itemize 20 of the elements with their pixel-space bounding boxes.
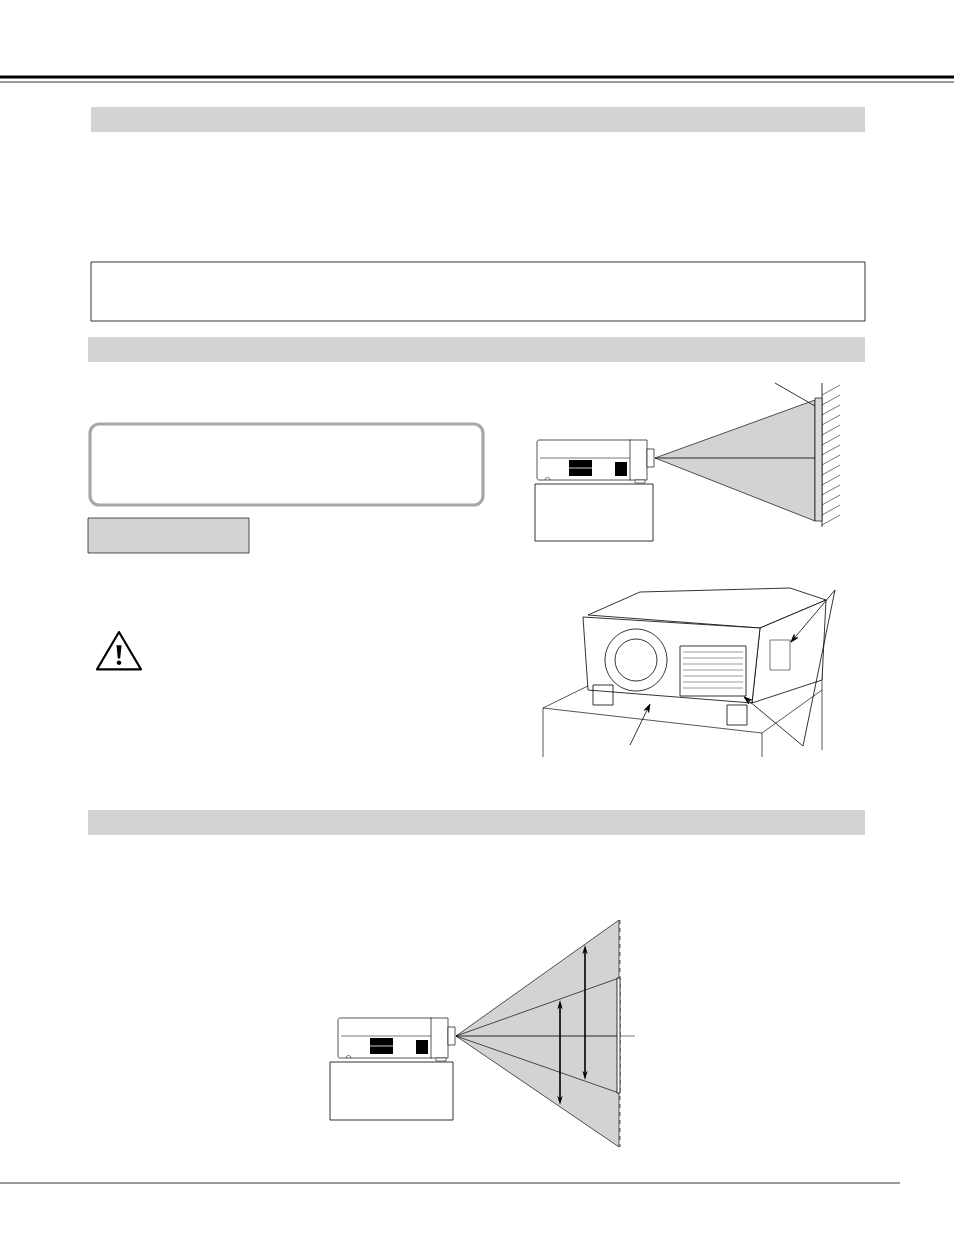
leader-arrow [629,703,651,746]
leader-arrow [790,589,836,747]
screen [616,977,621,1094]
screen [814,397,823,522]
projector-drawing [337,1017,456,1062]
label-box [87,517,250,554]
stand-box [329,1061,454,1121]
warning-box [90,261,866,322]
stand-box [534,483,654,542]
projector-drawing [536,439,655,484]
section-band [91,107,865,132]
leader-arrow [743,696,804,747]
center-line [455,1035,618,1037]
vent-grille [679,645,747,697]
rounded-box [88,422,485,507]
leader-line [774,382,816,407]
section-band [88,337,865,362]
front-panel [582,616,761,704]
section-band [88,810,865,835]
side-vent [769,639,791,671]
